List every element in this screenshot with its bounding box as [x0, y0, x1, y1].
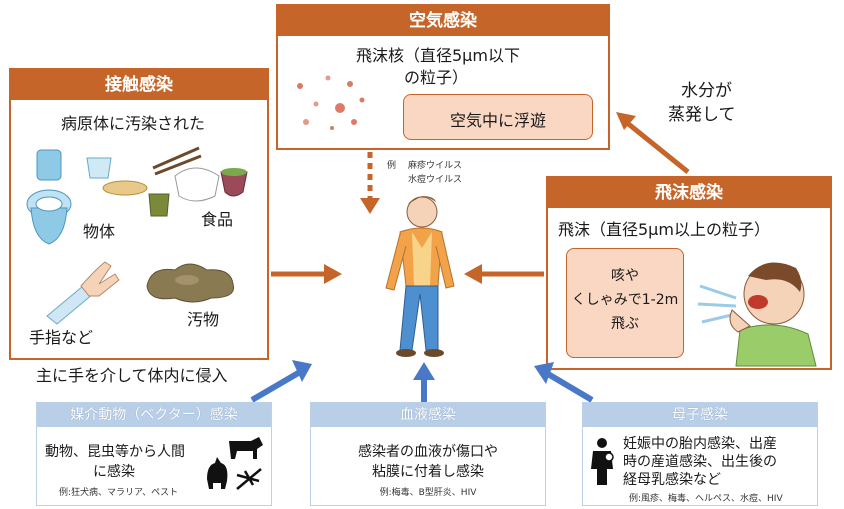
sneezing-man-icon — [697, 262, 817, 367]
contact-arrow-head — [324, 264, 342, 284]
airborne-infection-box: 空気感染 飛沫核（直径5μm以下 の粒子） 空気中に浮遊 — [276, 4, 610, 150]
airborne-particle-line2: の粒子） — [404, 68, 469, 87]
finger-icon — [46, 261, 120, 325]
mother-child-title: 母子感染 — [583, 403, 817, 427]
float-in-air-box: 空気中に浮遊 — [403, 94, 593, 140]
vector-text-line2: に感染 — [93, 464, 135, 480]
vector-title: 媒介動物（ベクター）感染 — [37, 403, 271, 427]
animals-icon — [207, 437, 263, 490]
blood-example: 例:梅毒、B型肝炎、HIV — [379, 488, 477, 498]
label-food: 食品 — [201, 210, 234, 229]
vector-arrow-head — [292, 360, 312, 382]
mother-child-example: 例:風疹、梅毒、ヘルペス、水痘、HIV — [629, 494, 783, 504]
vector-arrow — [250, 369, 302, 403]
mother-child-arrow — [546, 371, 594, 403]
float-in-air-label: 空気中に浮遊 — [449, 111, 546, 130]
toilet-icon — [26, 149, 72, 245]
airborne-example-1: 麻疹ウイルス — [408, 161, 463, 171]
mother-child-text-line2: 時の産道感染、出生後の — [623, 454, 777, 470]
cough-line2: くしゃみで1-2m — [571, 292, 679, 308]
evaporate-line2: 蒸発して — [668, 105, 736, 125]
filth-icon — [146, 263, 235, 303]
label-filth: 汚物 — [187, 310, 220, 329]
label-fingers: 手指など — [29, 328, 94, 347]
mother-child-text-line3: 経母乳感染など — [623, 472, 721, 488]
label-object: 物体 — [83, 222, 116, 241]
droplet-nuclei-icon — [297, 75, 365, 130]
evaporate-arrow-head — [616, 112, 636, 130]
food-icon — [148, 146, 248, 217]
droplet-arrow-head — [464, 264, 482, 284]
airborne-title: 空気感染 — [278, 6, 608, 36]
droplet-particle: 飛沫（直径5μm以上の粒子） — [558, 220, 770, 239]
blood-text-line2: 粘膜に付着し感染 — [372, 464, 484, 480]
person-icon — [385, 196, 455, 357]
contact-title: 接触感染 — [11, 70, 267, 100]
cough-sneeze-box: 咳や くしゃみで1-2m 飛ぶ — [566, 248, 684, 358]
blood-infection-box: 血液感染 感染者の血液が傷口や 粘膜に付着し感染 例:梅毒、B型肝炎、HIV — [310, 402, 546, 506]
airborne-arrow-head — [360, 198, 380, 214]
mother-child-infection-box: 母子感染 妊娠中の胎内感染、出産 時の産道感染、出生後の 経母乳感染など 例:風… — [582, 402, 818, 506]
droplet-title: 飛沫感染 — [548, 178, 830, 208]
mother-child-text-line1: 妊娠中の胎内感染、出産 — [623, 436, 777, 452]
vector-text-line1: 動物、昆虫等から人間 — [45, 444, 185, 460]
airborne-example-prefix: 例 — [387, 161, 397, 171]
cough-line1: 咳や — [611, 268, 639, 284]
droplet-infection-box: 飛沫感染 飛沫（直径5μm以上の粒子） 咳や くしゃみで1-2m 飛ぶ — [546, 176, 832, 370]
contact-subtitle: 病原体に汚染された — [61, 114, 206, 133]
cup-and-plate-icon — [86, 157, 148, 196]
cough-line3: 飛ぶ — [611, 316, 639, 332]
blood-arrow-head — [413, 362, 435, 380]
vector-infection-box: 媒介動物（ベクター）感染 動物、昆虫等から人間 に感染 例:狂犬病、マラリア、ペ… — [36, 402, 272, 506]
mother-child-icon — [591, 438, 614, 485]
contact-caption: 主に手を介して体内に侵入 — [36, 366, 228, 385]
contact-infection-box: 接触感染 病原体に汚染された 物体 食品 手指など 汚物 — [9, 68, 269, 360]
blood-title: 血液感染 — [311, 403, 545, 427]
evaporate-line1: 水分が — [681, 81, 732, 101]
vector-example: 例:狂犬病、マラリア、ペスト — [59, 488, 179, 498]
mother-child-arrow-head — [534, 362, 554, 384]
airborne-example-2: 水痘ウイルス — [408, 175, 463, 185]
airborne-particle-line1: 飛沫核（直径5μm以下 — [356, 46, 520, 65]
blood-text-line1: 感染者の血液が傷口や — [358, 444, 498, 460]
evaporate-arrow — [624, 120, 690, 174]
